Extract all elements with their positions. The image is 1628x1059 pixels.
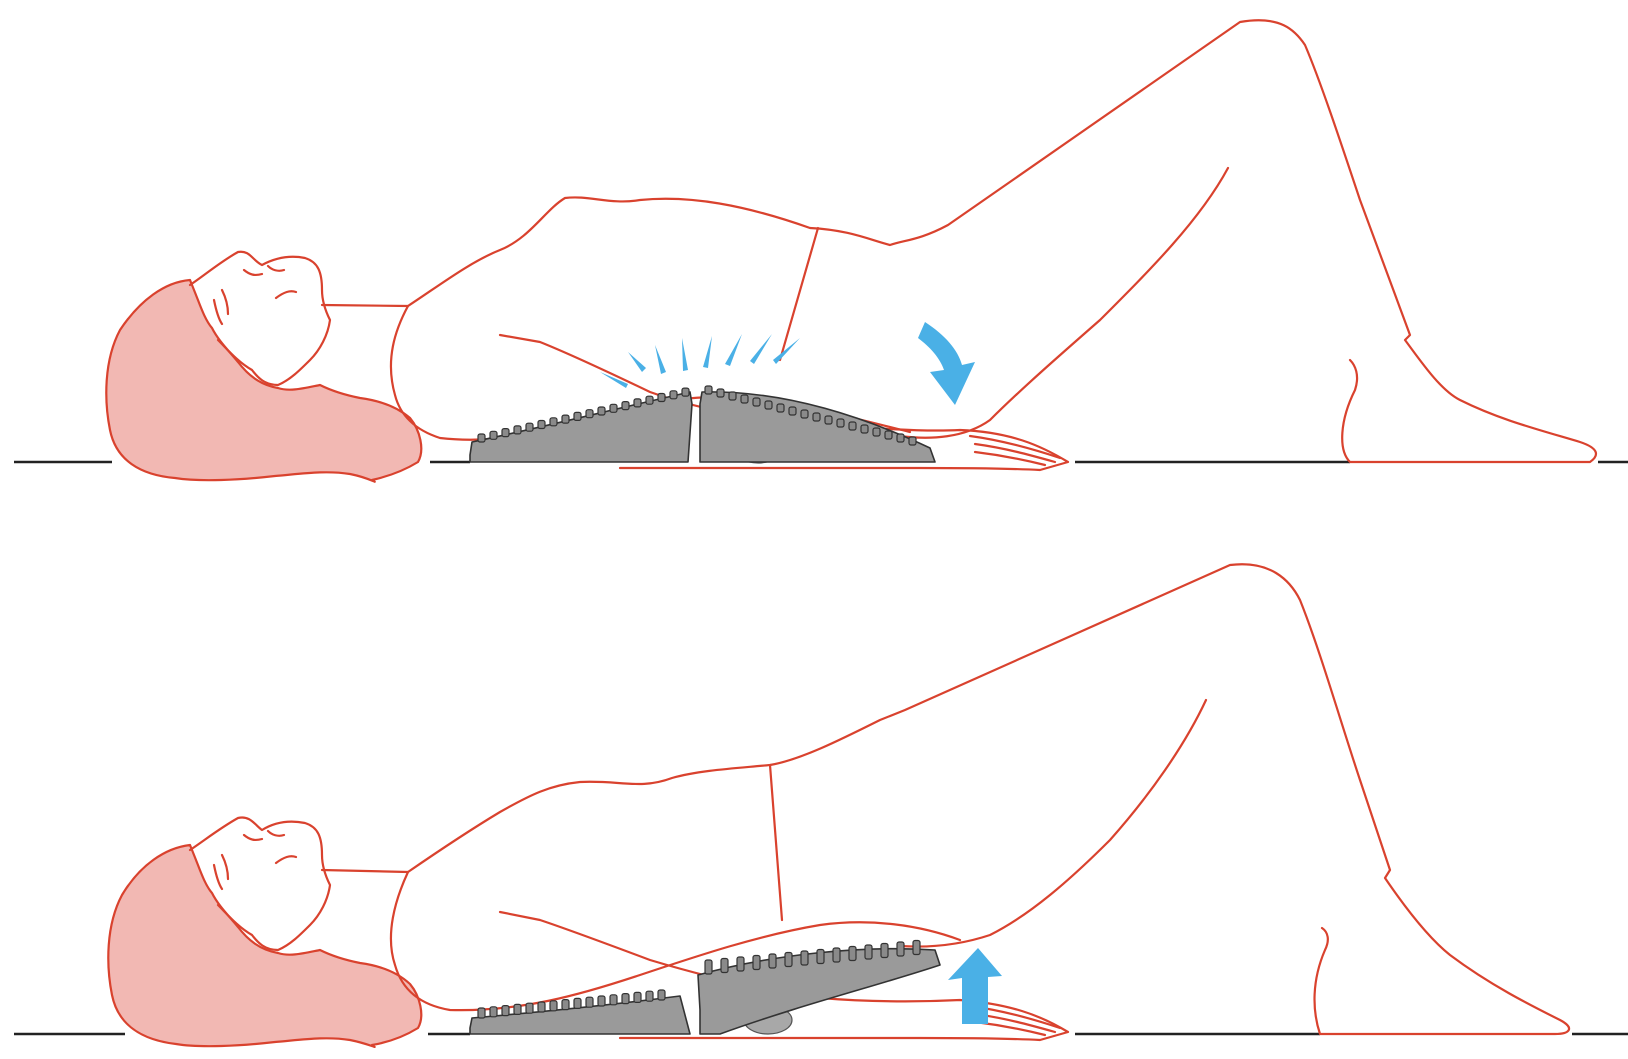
device-spike	[865, 945, 872, 959]
device-spike	[550, 1001, 557, 1011]
device-spike	[658, 990, 665, 1000]
leg-inner	[900, 700, 1206, 947]
device-spike	[646, 396, 653, 404]
device-spike	[682, 388, 689, 396]
device-spike	[526, 423, 533, 431]
device-spike	[897, 434, 904, 442]
device-spike	[502, 1006, 509, 1016]
device-spike	[873, 428, 880, 436]
device-spike	[622, 402, 629, 410]
device-spike	[705, 960, 712, 974]
face-features	[214, 831, 296, 889]
device-spike	[526, 1003, 533, 1013]
device-spike	[538, 1002, 545, 1012]
device-spike	[634, 992, 641, 1002]
face-features	[214, 266, 296, 324]
device-spike	[574, 998, 581, 1008]
device-spike	[490, 1007, 497, 1017]
device-spike	[610, 404, 617, 412]
device-spike	[586, 410, 593, 418]
device-spike	[562, 415, 569, 423]
device-spike	[833, 948, 840, 962]
belly-line	[780, 228, 818, 360]
panel-bottom	[14, 564, 1628, 1047]
device-spike	[861, 425, 868, 433]
device-spike	[737, 957, 744, 971]
device-spike	[765, 401, 772, 409]
device-spike	[849, 947, 856, 961]
device-spike	[562, 1000, 569, 1010]
device-spike	[801, 951, 808, 965]
device-spike	[502, 429, 509, 437]
device-spike	[837, 419, 844, 427]
device-spike	[777, 404, 784, 412]
pressure-burst	[600, 334, 800, 388]
up-arrow-icon	[948, 948, 1002, 1024]
device-spike	[813, 413, 820, 421]
device-spike	[670, 391, 677, 399]
device-spike	[741, 395, 748, 403]
device-spike	[622, 994, 629, 1004]
device-spike	[885, 431, 892, 439]
device-spike	[717, 389, 724, 397]
device-spike	[881, 944, 888, 958]
device-spike	[789, 407, 796, 415]
device-spike	[801, 410, 808, 418]
device-spike	[753, 398, 760, 406]
belly-line	[770, 765, 782, 920]
device-right-half	[700, 392, 935, 462]
device-spike	[849, 422, 856, 430]
panel-top	[14, 20, 1628, 482]
device-spike	[729, 392, 736, 400]
device-spike	[705, 386, 712, 394]
device-spike	[721, 959, 728, 973]
device-spike	[909, 437, 916, 445]
device-spike	[550, 418, 557, 426]
device-spike	[478, 1008, 485, 1018]
device-spike	[753, 956, 760, 970]
device-spike	[598, 996, 605, 1006]
device-spike	[478, 434, 485, 442]
down-arrow-icon	[918, 322, 975, 405]
device-spike	[514, 1004, 521, 1014]
device-spike	[769, 954, 776, 968]
device-spike	[538, 421, 545, 429]
device-spike	[610, 995, 617, 1005]
torso	[322, 564, 1569, 1034]
device-spike	[586, 997, 593, 1007]
device-spike	[913, 941, 920, 955]
stretcher-device-top	[470, 386, 935, 463]
device-spike	[514, 426, 521, 434]
device-spike	[574, 412, 581, 420]
device-spike	[817, 950, 824, 964]
device-spike	[646, 991, 653, 1001]
back-curve	[391, 872, 960, 1010]
device-spike	[598, 407, 605, 415]
device-spike	[490, 431, 497, 439]
device-spike	[634, 399, 641, 407]
device-spike	[658, 394, 665, 402]
device-left-half	[470, 392, 692, 462]
device-spike	[825, 416, 832, 424]
device-spike	[897, 942, 904, 956]
device-spike	[785, 953, 792, 967]
